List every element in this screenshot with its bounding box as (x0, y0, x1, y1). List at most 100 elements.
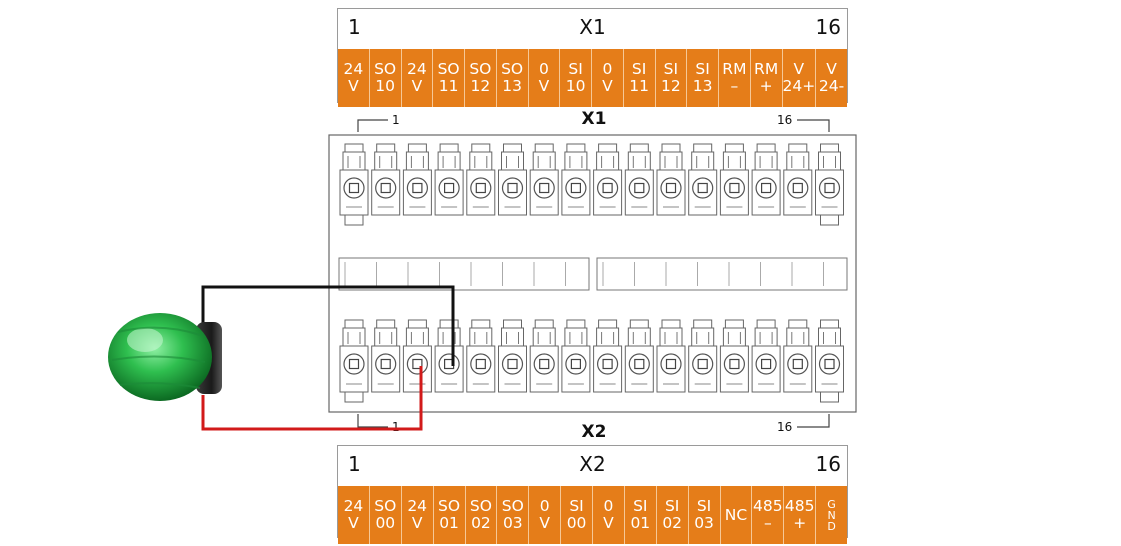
x2-pin-15: 485+ (784, 486, 817, 544)
x2-pin-12-line1: SI (696, 497, 712, 515)
x1-terminal-6 (498, 143, 527, 216)
x1-pin-5-line1: SO (469, 60, 492, 78)
x1-pin-9-line2: V (602, 77, 613, 95)
x2-pin-2-line1: SO (374, 497, 397, 515)
x2-terminal-13 (719, 319, 749, 393)
x2-pin-3-line1: 24 (407, 497, 428, 515)
x2-table-header: 1 X2 16 (338, 446, 847, 486)
x1-pin-2-line1: SO (374, 60, 397, 78)
x1-terminal-5 (466, 143, 496, 216)
x2-terminal-row (339, 319, 844, 403)
x1-pin-1-line2: V (348, 77, 359, 95)
x2-pin-8-line1: SI (569, 497, 584, 515)
x1-pin-8-line2: 10 (565, 77, 586, 95)
x2-pin-14-line2: – (763, 514, 772, 532)
x2-terminal-16 (815, 319, 844, 393)
x1-terminal-4 (434, 143, 464, 216)
x1-table-end-number: 16 (815, 15, 841, 39)
rail-ticks (344, 262, 824, 286)
x2-terminal-14 (751, 319, 781, 393)
x2-pin-11-line2: 02 (662, 514, 683, 532)
x2-pin-9-line2: V (603, 514, 614, 532)
x2-terminal-12 (688, 319, 718, 393)
x1-pin-3-line2: V (411, 77, 423, 95)
x1-pin-10-line2: 11 (629, 77, 649, 95)
x2-terminal-6 (498, 319, 527, 393)
green-signal-lamp (108, 313, 222, 401)
x1-pin-1-line1: 24 (343, 60, 364, 78)
top-right-number: 16 (777, 113, 792, 127)
x2-terminal-15 (783, 319, 813, 393)
x1-pin-6-line1: SO (501, 60, 524, 78)
x2-pin-3-line2: V (411, 514, 423, 532)
x1-pin-14-line1: RM (754, 60, 779, 78)
x2-pin-4-line2: 01 (439, 514, 459, 532)
red-wire (201, 366, 423, 431)
x2-terminal-2 (371, 319, 401, 393)
x1-pin-11-line1: SI (663, 60, 679, 78)
x2-pin-15-line1: 485 (784, 497, 815, 515)
x2-terminal-5 (466, 319, 496, 393)
x1-pin-14-line2: + (759, 77, 773, 95)
x2-pin-11-line1: SI (664, 497, 680, 515)
left-rail (338, 257, 590, 291)
x2-terminal-1 (339, 319, 369, 393)
bottom-right-bracket (797, 414, 830, 428)
x1-table-header: 1 X1 16 (338, 9, 847, 49)
x1-pin-7-line1: 0 (538, 60, 549, 78)
x2-pin-15-line2: + (793, 514, 807, 532)
x2-pin-6-line2: 03 (502, 514, 523, 532)
x1-pin-10-line1: SI (631, 60, 647, 78)
x2-pin-1-line2: V (348, 514, 359, 532)
x1-pin-6-line2: 13 (502, 77, 522, 95)
black-wire (201, 285, 455, 366)
x1-terminal-row (339, 143, 844, 226)
x1-pin-14: RM+ (750, 49, 783, 107)
x1-pin-4-line2: 11 (438, 77, 459, 95)
x1-terminal-9 (593, 143, 623, 216)
x1-terminal-7 (529, 143, 559, 216)
x1-terminal-12 (688, 143, 718, 216)
top-left-bracket (357, 119, 388, 132)
x1-terminal-16 (815, 143, 844, 216)
x1-pin-11-line2: 12 (661, 77, 681, 95)
x2-pin-5-line1: SO (469, 497, 492, 515)
x1-table-title: X1 (579, 15, 606, 39)
x1-pin-5-line2: 12 (470, 77, 491, 95)
x2-pin-2-line2: 00 (375, 514, 396, 532)
x2-pin-13-line1: NC (724, 505, 748, 524)
x1-pin-4-line1: SO (437, 60, 460, 78)
x1-pin-13-line1: RM (722, 60, 747, 78)
x1-terminal-8 (561, 143, 591, 216)
x2-terminal-9 (593, 319, 623, 393)
x1-pin-15-line1: V (793, 60, 805, 78)
x1-pin-13: RM– (719, 49, 751, 107)
x2-table-start-number: 1 (348, 452, 361, 476)
x1-pin-12-line2: 13 (692, 77, 713, 95)
x2-pin-5-line2: 02 (471, 514, 491, 532)
x1-terminal-15 (783, 143, 813, 216)
top-left-number: 1 (392, 113, 400, 127)
x2-pin-12-line2: 03 (694, 514, 714, 532)
